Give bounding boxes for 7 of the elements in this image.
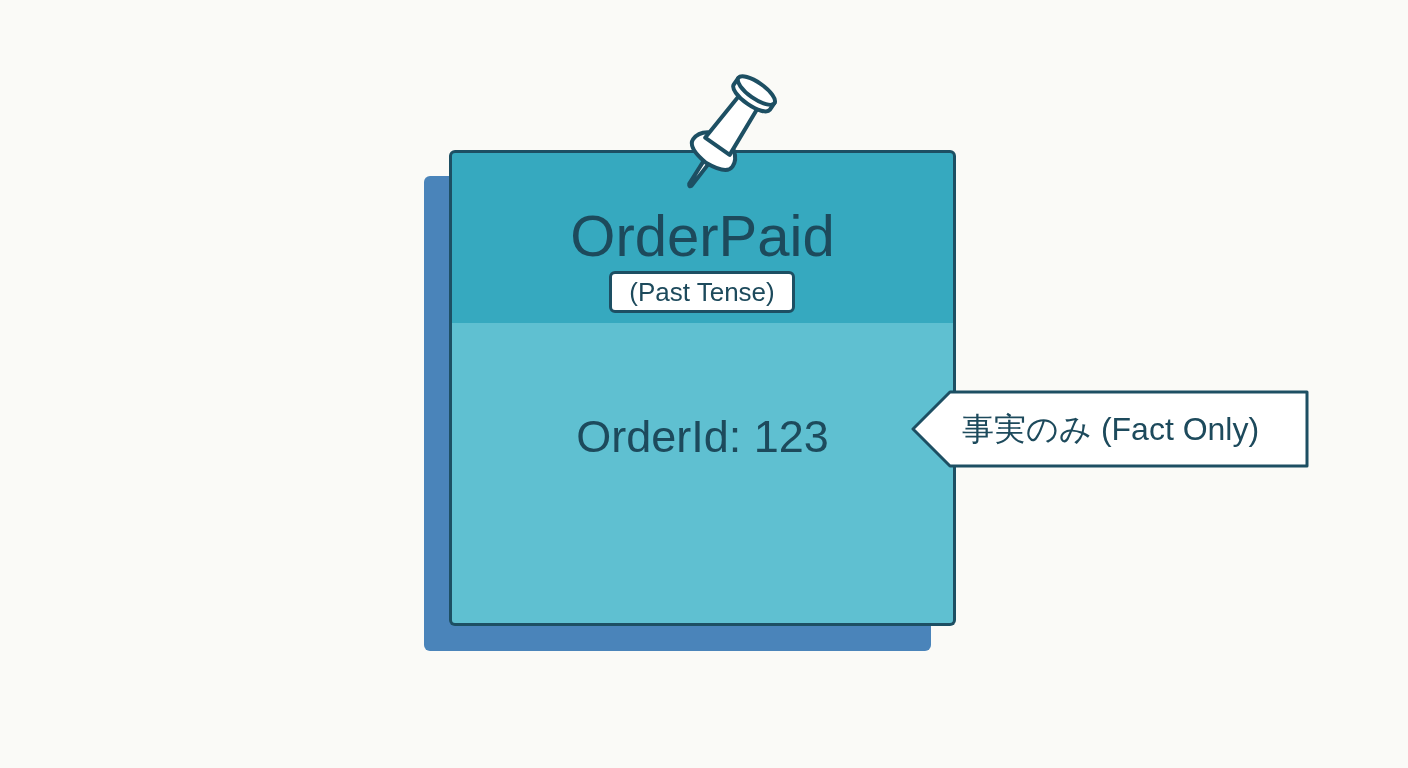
body-panel xyxy=(449,323,956,626)
callout-text: 事実のみ (Fact Only) xyxy=(962,410,1260,449)
field-text: OrderId: 123 xyxy=(576,411,829,463)
tense-tag: (Past Tense) xyxy=(609,271,795,313)
header-band xyxy=(449,150,956,326)
event-title: OrderPaid xyxy=(570,202,835,270)
callout-tag xyxy=(910,389,1310,469)
